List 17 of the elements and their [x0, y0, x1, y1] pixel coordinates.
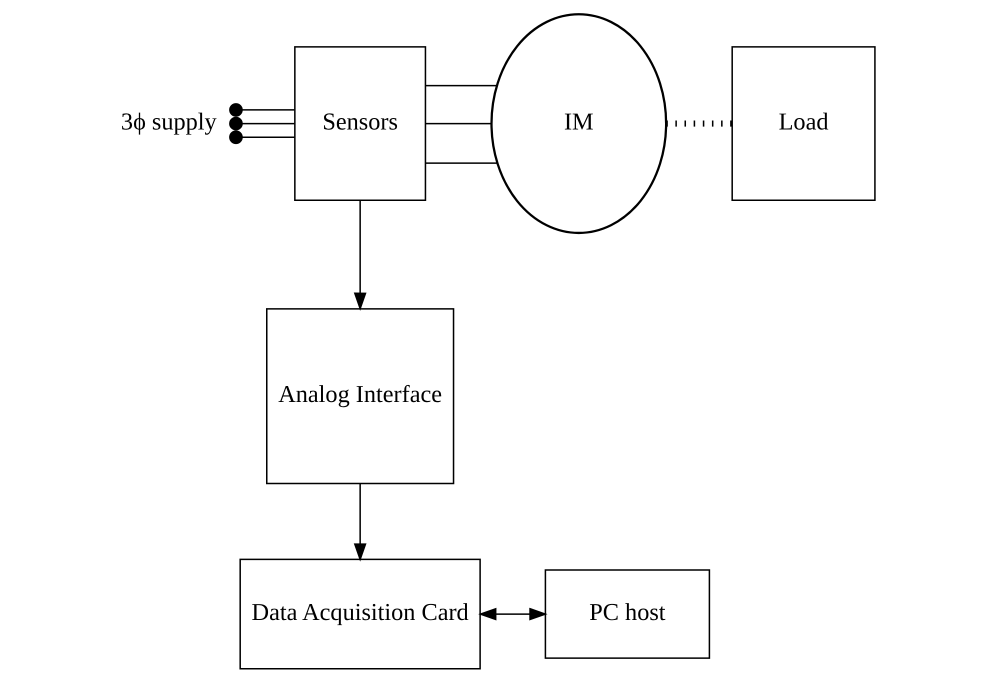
connector [425, 84, 496, 86]
node-box: Sensors [294, 46, 426, 202]
arrow [353, 484, 366, 562]
node-text: 3ϕ supply [120, 108, 216, 136]
node-box: Data Acquisition Card [238, 558, 480, 670]
node-box: Load [730, 46, 876, 202]
connector [228, 130, 294, 144]
connector [228, 116, 294, 130]
connector [228, 103, 294, 117]
node-box: Analog Interface [266, 308, 454, 484]
connector [425, 122, 491, 124]
connector [666, 120, 732, 127]
node-ellipse: IM [490, 13, 667, 234]
node-box: PC host [544, 569, 710, 659]
arrow [478, 608, 548, 620]
connector [425, 162, 497, 164]
arrow [353, 200, 366, 311]
